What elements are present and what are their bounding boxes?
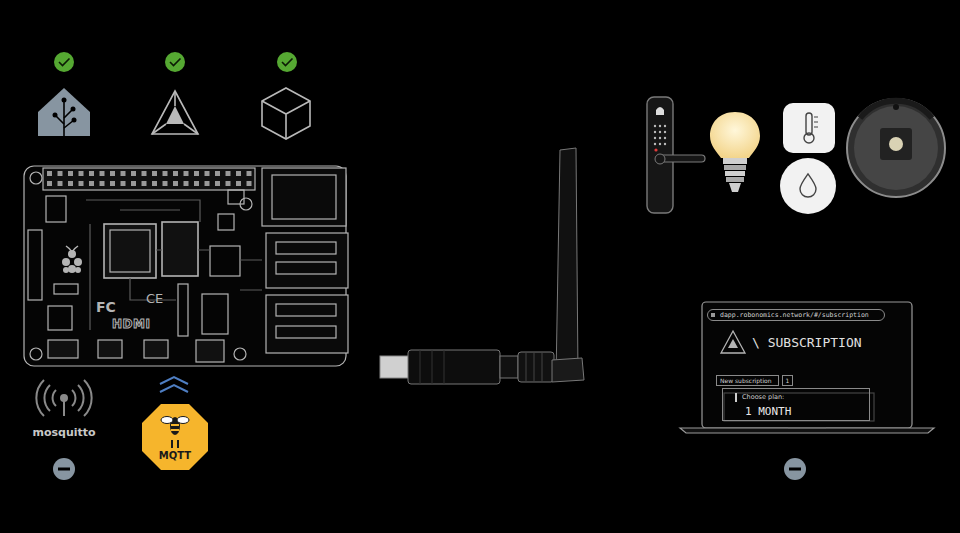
ce-mark: CE xyxy=(146,292,163,306)
smart-lock xyxy=(647,97,705,213)
light-bulb xyxy=(710,112,760,192)
upload-chevrons xyxy=(160,377,188,392)
node-text: New subscription xyxy=(720,376,775,385)
octagon-outline xyxy=(142,404,208,470)
plan-panel: Choose plan: 1 MONTH xyxy=(722,388,870,421)
bee-icon xyxy=(171,424,179,426)
ipfs-cube xyxy=(262,88,310,139)
tab-button: New subscription xyxy=(716,375,779,386)
fcc-mark: FC xyxy=(96,300,116,315)
mosquitto-wordmark: mosquitto xyxy=(32,427,95,439)
temperature-sensor xyxy=(783,103,835,153)
mqtt-badge: MQTT xyxy=(142,404,208,470)
node-text: dapp.robonomics.network/#/subscription xyxy=(720,310,880,320)
mosquitto-logo xyxy=(36,380,91,416)
raspberry-pi-board xyxy=(24,166,348,366)
bee-icon xyxy=(171,440,173,448)
node-text: 1 MONTH xyxy=(741,405,869,419)
robot-vacuum xyxy=(847,99,945,197)
check-marks xyxy=(54,52,297,72)
home-assistant-icon xyxy=(38,88,90,136)
bee-icon xyxy=(161,417,173,424)
bee-icon xyxy=(177,440,179,448)
tab-counter: 1 xyxy=(782,375,793,386)
subscription-logo xyxy=(721,331,745,353)
laptop xyxy=(680,302,934,433)
node-text: 1 xyxy=(783,376,792,385)
node-text: Choose plan: xyxy=(735,393,869,402)
gpio-header xyxy=(43,168,255,190)
page-heading: \ SUBSCRIPTION xyxy=(752,336,862,350)
bee-icon xyxy=(177,417,189,424)
robonomics-logo xyxy=(152,91,198,134)
hdmi-mark: HDMI xyxy=(112,318,150,331)
node-text: MQTT xyxy=(142,450,208,462)
gpio-pins xyxy=(47,171,252,186)
raspberry-logo xyxy=(62,246,82,273)
usb-antenna-dongle xyxy=(380,148,584,384)
bee-icon xyxy=(171,429,179,431)
url-bar: dapp.robonomics.network/#/subscription xyxy=(707,309,885,321)
water-leak-sensor xyxy=(780,158,836,214)
